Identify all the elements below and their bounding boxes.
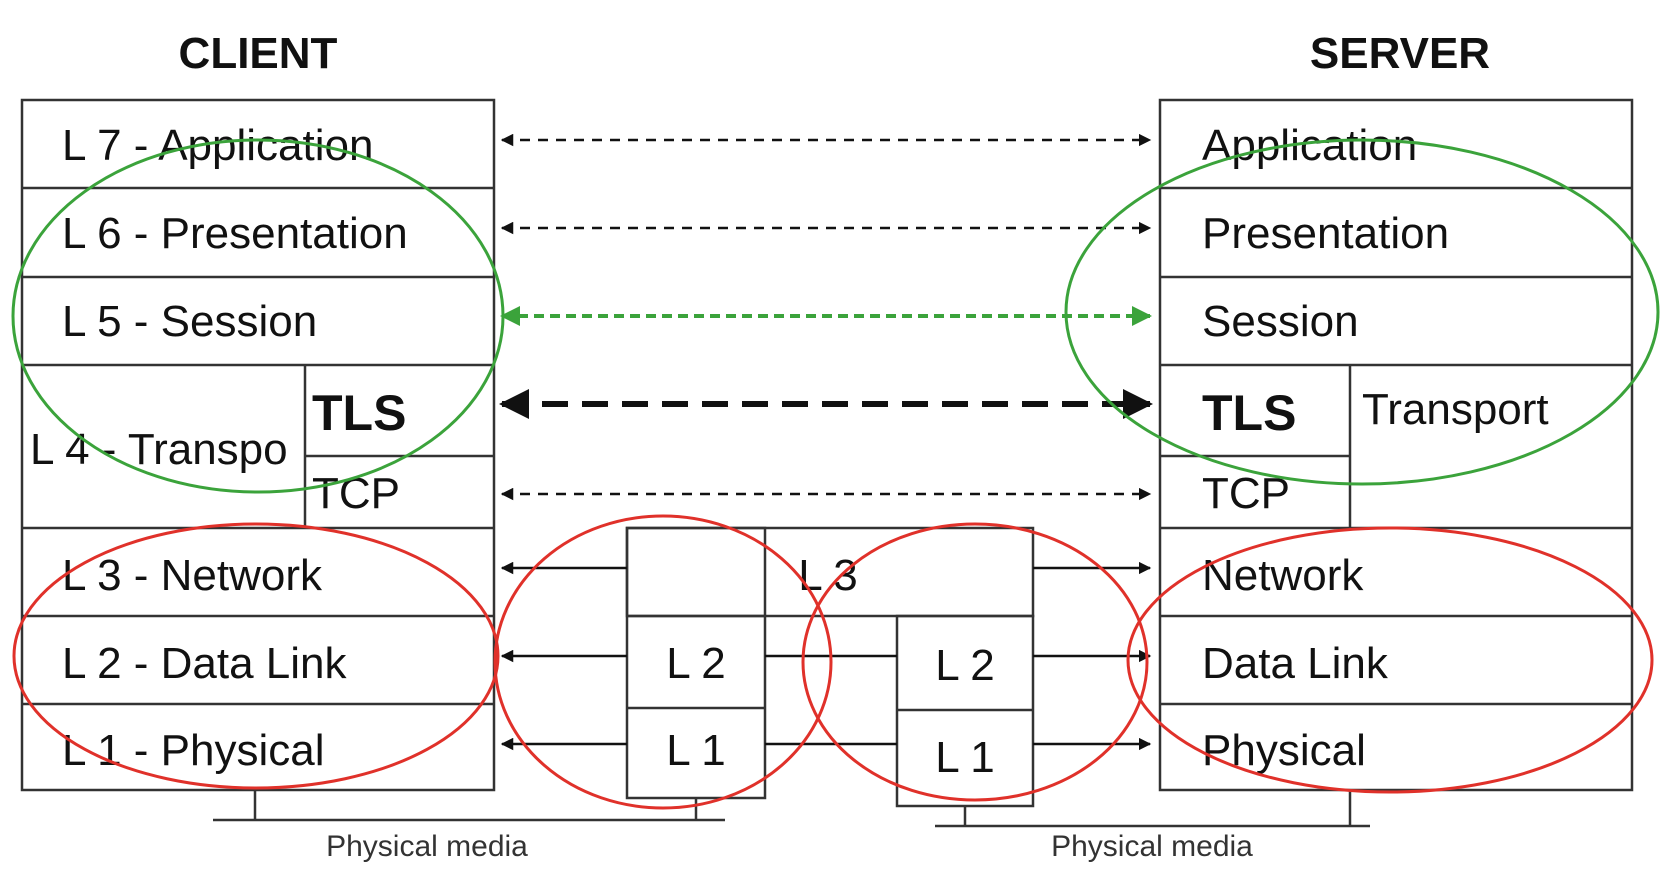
router-1-l2: L 2 <box>666 639 726 688</box>
router-2: L 2 L 1 <box>895 614 1035 808</box>
router-1-l1: L 1 <box>666 726 726 775</box>
router-l3-box <box>625 526 1035 618</box>
client-title: CLIENT <box>179 29 338 78</box>
green-ellipse-server <box>1064 138 1660 486</box>
server-physical: Physical <box>1202 726 1366 775</box>
server-transport: Transport <box>1362 385 1549 434</box>
server-tls: TLS <box>1202 385 1296 441</box>
client-stack: L 7 - Application L 6 - Presentation L 5… <box>20 98 496 792</box>
client-tls: TLS <box>312 385 406 441</box>
physical-media-left: Physical media <box>213 790 725 863</box>
client-layer-3: L 3 - Network <box>62 551 323 600</box>
server-session: Session <box>1202 297 1359 346</box>
client-layer-5: L 5 - Session <box>62 297 317 346</box>
peer-arrows <box>499 133 1153 751</box>
server-network: Network <box>1202 551 1364 600</box>
red-ellipse-router-2 <box>801 522 1149 802</box>
client-stack-frame <box>20 98 496 792</box>
physical-media-right: Physical media <box>935 790 1370 863</box>
red-ellipse-server <box>1126 526 1654 794</box>
physical-media-right-label: Physical media <box>1051 830 1253 863</box>
server-presentation: Presentation <box>1202 209 1449 258</box>
router-2-l2: L 2 <box>935 641 995 690</box>
client-layer-2: L 2 - Data Link <box>62 639 348 688</box>
client-layer-4: L 4 - Transpo <box>30 425 288 474</box>
physical-media-left-label: Physical media <box>326 830 528 863</box>
router-1: L 2 L 1 <box>625 526 767 800</box>
red-ellipse-client <box>12 522 500 790</box>
server-datalink: Data Link <box>1202 639 1389 688</box>
client-layer-6: L 6 - Presentation <box>62 209 408 258</box>
highlight-ellipses <box>11 138 1660 810</box>
red-ellipse-router-1 <box>493 514 833 810</box>
server-title: SERVER <box>1310 29 1490 78</box>
router-2-l1: L 1 <box>935 733 995 782</box>
server-stack-frame <box>1158 98 1634 792</box>
server-application: Application <box>1202 121 1417 170</box>
server-stack: Application Presentation Session TLS Tra… <box>1158 98 1634 792</box>
client-layer-1: L 1 - Physical <box>62 726 324 775</box>
green-ellipse-client <box>11 138 505 494</box>
client-layer-7: L 7 - Application <box>62 121 373 170</box>
